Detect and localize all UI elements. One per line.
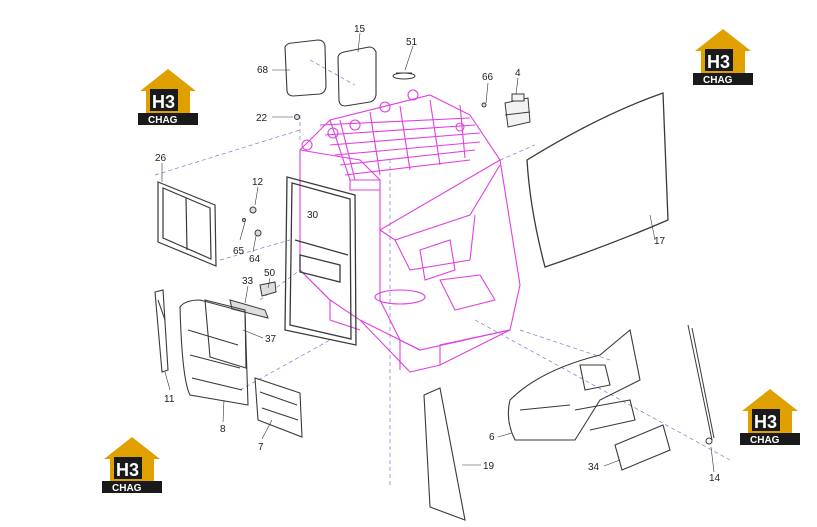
logo-mark: H3 <box>754 412 777 432</box>
part-34-plate <box>614 424 671 471</box>
callout-26: 26 <box>155 153 167 164</box>
brand-logo: H3 CHAG <box>102 437 162 494</box>
cab-frame <box>299 89 521 373</box>
callout-65: 65 <box>233 246 245 257</box>
wiper <box>687 324 715 445</box>
callout-66: 66 <box>482 72 494 83</box>
callout-19: 19 <box>483 461 495 472</box>
part-19-glass <box>423 387 466 521</box>
front-console <box>507 328 641 441</box>
callout-6: 6 <box>489 432 495 443</box>
logo-word: CHAG <box>750 435 780 446</box>
logo-word: CHAG <box>703 75 733 86</box>
windshield <box>526 92 669 268</box>
callout-11: 11 <box>164 394 175 405</box>
callout-64: 64 <box>249 254 261 265</box>
logo-mark: H3 <box>707 52 730 72</box>
callout-37: 37 <box>265 334 277 345</box>
callout-22: 22 <box>256 113 268 124</box>
part-51 <box>392 72 416 80</box>
brand-logo: H3 CHAG <box>740 389 800 446</box>
part-4-lamp <box>504 93 531 128</box>
logo-word: CHAG <box>112 483 142 494</box>
logo-word: CHAG <box>148 115 178 126</box>
callout-33: 33 <box>242 276 254 287</box>
callout-68: 68 <box>257 65 269 76</box>
logo-mark: H3 <box>116 460 139 480</box>
callout-15: 15 <box>354 24 366 35</box>
side-window <box>157 181 217 267</box>
fasteners <box>229 102 487 319</box>
callout-8: 8 <box>220 424 226 435</box>
leader-lines <box>161 32 715 473</box>
guide-lines <box>154 59 731 485</box>
brand-logo: H3 CHAG <box>138 69 198 126</box>
callout-7: 7 <box>258 442 264 453</box>
side-panels <box>154 289 303 438</box>
callout-12: 12 <box>252 177 264 188</box>
callout-17: 17 <box>654 236 666 247</box>
callout-4: 4 <box>515 68 521 79</box>
roof-windows <box>284 39 377 107</box>
callout-51: 51 <box>406 37 418 48</box>
logo-mark: H3 <box>152 92 175 112</box>
callout-34: 34 <box>588 462 600 473</box>
callout-30: 30 <box>307 210 319 221</box>
callout-14: 14 <box>709 473 721 484</box>
door-frame <box>284 176 357 346</box>
callout-labels: 15 51 68 66 4 22 26 12 30 65 64 50 33 37… <box>155 24 721 484</box>
brand-logo: H3 CHAG <box>693 29 753 86</box>
callout-50: 50 <box>264 268 276 279</box>
